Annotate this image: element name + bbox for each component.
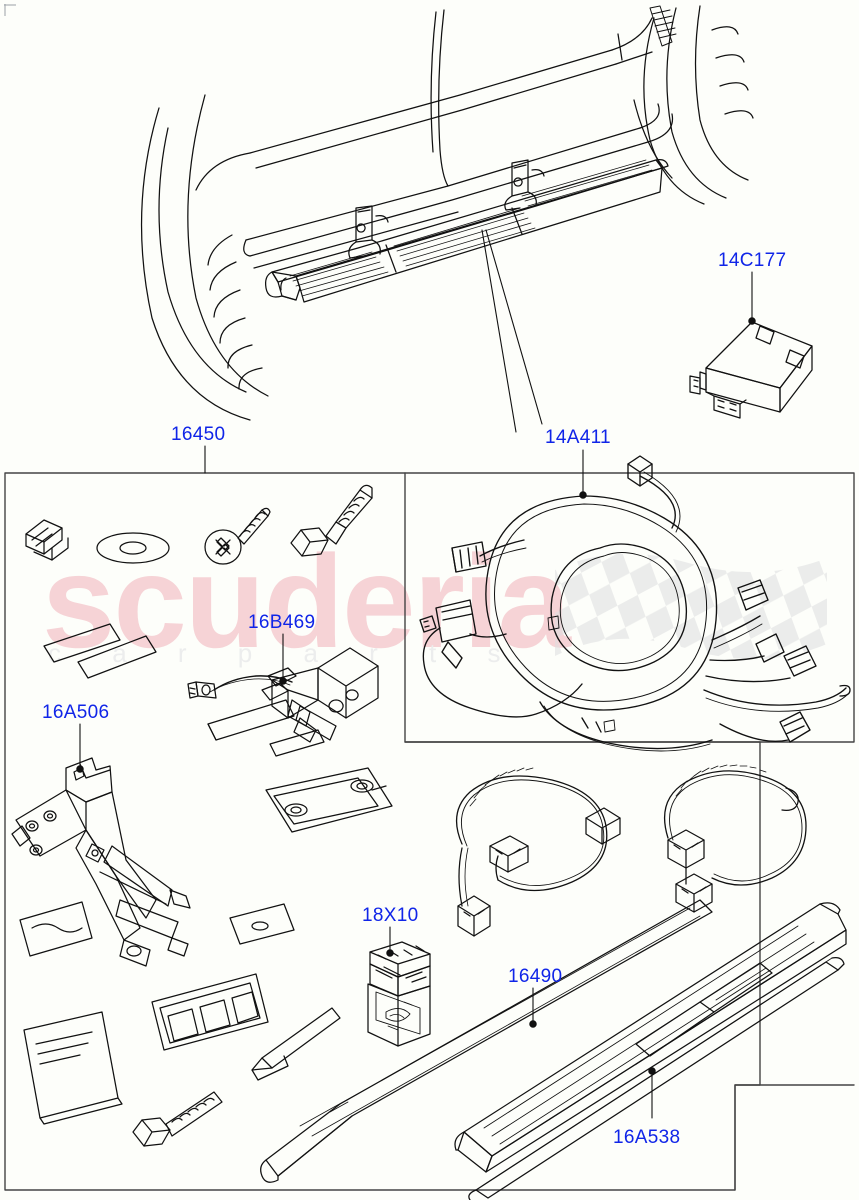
running-board-step <box>454 902 847 1173</box>
leader-lines <box>76 229 756 1119</box>
trim-strip <box>468 957 845 1200</box>
callout-label-16B469[interactable]: 16B469 <box>248 612 316 633</box>
step-mounting-bracket-rear <box>504 159 545 211</box>
end-cap-extrusion <box>260 899 713 1183</box>
short-hex-bolt <box>132 1091 223 1147</box>
foam-strip-lower <box>77 635 157 679</box>
callout-label-16450[interactable]: 16450 <box>171 424 226 445</box>
template-gasket <box>151 973 269 1051</box>
alcohol-wipe-sachet <box>19 901 93 957</box>
deployed-step <box>265 159 669 303</box>
flat-washer <box>96 532 170 564</box>
harness-box-14A411 <box>404 472 855 743</box>
notch-box <box>734 1084 855 1191</box>
switch-illustration <box>367 941 431 1047</box>
instruction-leaflet <box>23 1011 123 1125</box>
flanged-hex-bolt <box>290 484 373 557</box>
callout-label-16A538[interactable]: 16A538 <box>613 1127 681 1148</box>
mounting-bracket-illustration <box>11 757 191 967</box>
allen-key <box>251 1007 341 1081</box>
spring-clip <box>25 519 69 561</box>
step-mounting-bracket-front <box>348 205 389 259</box>
wiring-harness-illustration <box>419 455 851 752</box>
foam-strip-upper <box>43 623 121 663</box>
vehicle-illustration <box>140 5 754 421</box>
drive-motor-illustration <box>187 647 379 757</box>
kit-box-16450 <box>4 472 761 1191</box>
callout-label-14C177[interactable]: 14C177 <box>718 250 787 271</box>
corner-crop-mark <box>4 4 16 16</box>
callout-label-16490[interactable]: 16490 <box>508 966 563 987</box>
callout-label-18X10[interactable]: 18X10 <box>362 905 419 926</box>
square-pad <box>229 903 295 945</box>
callout-label-14A411[interactable]: 14A411 <box>545 427 611 448</box>
control-module-illustration <box>689 321 813 419</box>
self-tapping-screw <box>204 507 271 565</box>
sensor-cable-left <box>455 767 621 937</box>
bracket-shim-plate <box>265 767 393 833</box>
callout-label-16A506[interactable]: 16A506 <box>42 702 110 723</box>
sensor-cable-right <box>664 764 807 913</box>
